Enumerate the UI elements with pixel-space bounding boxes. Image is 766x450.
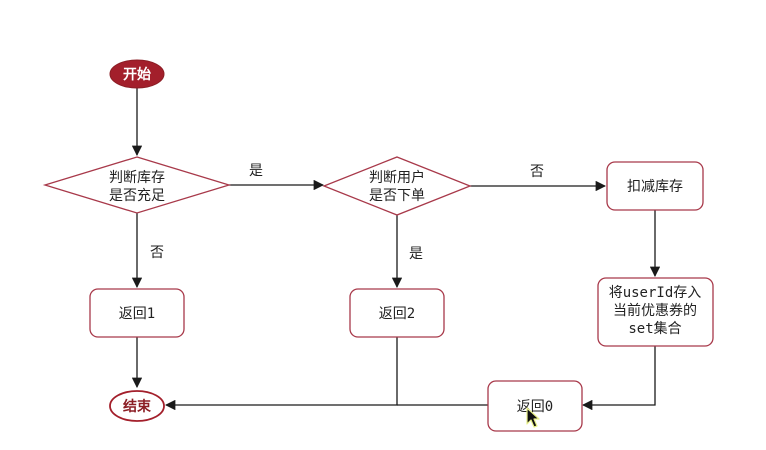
save-user-line-2: 当前优惠券的 [613,302,697,319]
svg-text:当前优惠券的: 当前优惠券的 [613,302,697,319]
end-label: 结束 [123,398,152,415]
end-node: 结束 [109,390,165,422]
svg-text:判断库存: 判断库存 [109,170,165,186]
process-return1: 返回1 [89,288,185,338]
edge-label-user-no: 否 [530,164,544,180]
check-user-line-1: 判断用户 [369,169,425,186]
mouse-pointer-icon [526,407,540,428]
process-return0: 返回0 [487,380,583,432]
decision-check-user: 判断用户 是否下单 [322,156,472,216]
save-user-line-3: set集合 [628,320,681,337]
svg-text:判断用户: 判断用户 [369,169,425,186]
process-deduct-stock: 扣减库存 [606,161,704,211]
svg-text:set集合: set集合 [628,320,681,337]
start-node: 开始 [109,59,165,89]
decision-check-stock: 判断库存 是否充足 [42,156,232,214]
return1-label: 返回1 [119,306,155,322]
return2-label: 返回2 [379,306,415,322]
svg-text:将userId存入: 将userId存入 [609,285,702,301]
return0-label: 返回0 [517,399,553,415]
edge-label-stock-no: 否 [150,245,164,261]
start-label: 开始 [123,66,151,83]
save-user-line-1: 将userId存入 [609,285,702,301]
edge-save-user-to-return0 [581,346,656,411]
deduct-stock-label: 扣减库存 [627,179,683,195]
svg-text:是否充足: 是否充足 [109,188,165,204]
edge-label-stock-yes: 是 [249,163,263,179]
edges [131,88,661,411]
process-save-user: 将userId存入 当前优惠券的 set集合 [597,277,714,347]
check-stock-line-1: 判断库存 [109,170,165,186]
edge-label-user-yes: 是 [409,246,423,262]
check-user-line-2: 是否下单 [369,188,425,204]
svg-text:是否下单: 是否下单 [369,188,425,204]
check-stock-line-2: 是否充足 [109,188,165,204]
edge-return2-to-end [164,337,398,411]
process-return2: 返回2 [349,288,445,338]
